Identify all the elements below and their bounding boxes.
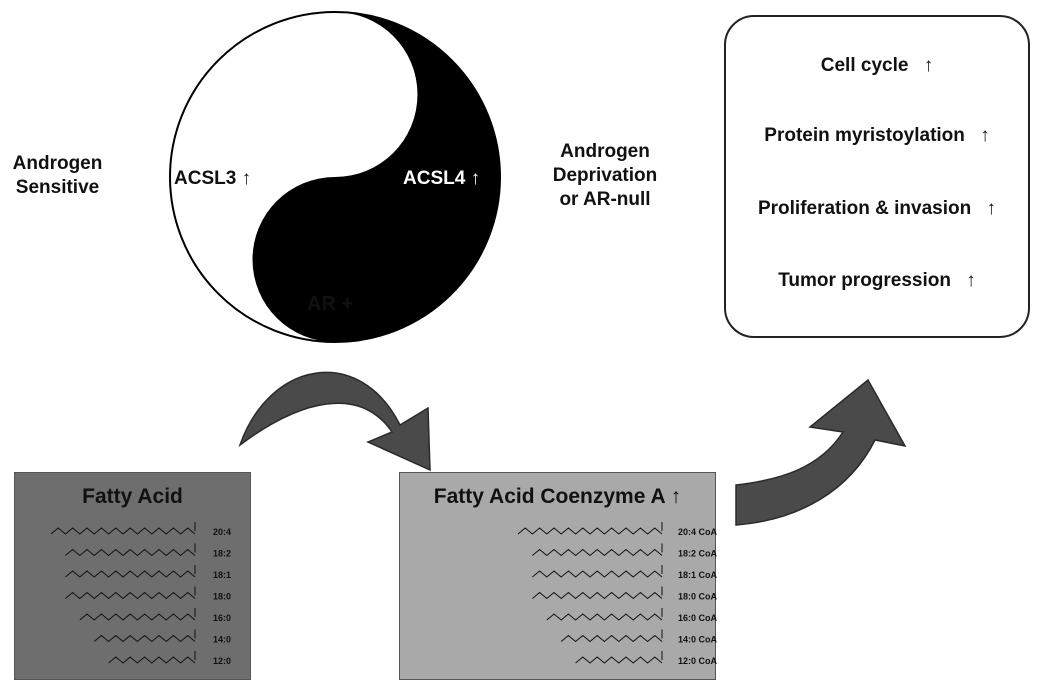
chain-label: 12:0 CoA — [678, 656, 717, 666]
fatty-acid-chain — [108, 656, 196, 664]
curved-arrow-conversion — [238, 371, 431, 472]
fatty-acid-chain — [517, 527, 663, 535]
fatty-acid-chain — [532, 548, 663, 557]
androgen-sensitive-line2: Sensitive — [15, 177, 100, 198]
chain-label: 18:2 — [213, 549, 231, 559]
chain-label: 14:0 — [213, 635, 231, 645]
fatty-acid-chain — [546, 613, 663, 621]
chain-label: 18:0 — [213, 592, 231, 602]
chain-label: 16:0 — [213, 613, 231, 623]
ar-positive-label: AR + — [307, 293, 354, 315]
outcome-label: Cell cycle — [820, 55, 909, 76]
chain-label: 16:0 CoA — [678, 613, 717, 623]
outcome-cell-cycle: Cell cycle ↑ — [726, 55, 1028, 77]
androgen-sensitive-line1: Androgen — [12, 153, 103, 174]
fatty-acid-panel: Fatty Acid 20:4 18:2 18:1 18:0 16:0 14:0 12:0 — [14, 472, 251, 680]
fatty-acid-chain — [65, 570, 196, 578]
androgen-deprivation-line1: Androgen — [560, 141, 650, 162]
yin-yang-symbol — [169, 11, 501, 343]
chain-label: 18:1 CoA — [678, 570, 717, 580]
chain-label: 18:1 — [213, 570, 231, 580]
outcome-protein-myristoylation: Protein myristoylation ↑ — [726, 125, 1028, 147]
fatty-acid-coa-structures: 20:4 CoA 18:2 CoA 18:1 CoA 18:0 CoA 16:0 CoA… — [517, 522, 717, 666]
chain-label: 14:0 CoA — [678, 635, 717, 645]
androgen-deprivation-line3: or AR-null — [559, 189, 651, 210]
outcomes-box: Cell cycle ↑ Protein myristoylation ↑ Pr… — [724, 15, 1030, 338]
ar-null-dot — [309, 69, 361, 121]
fatty-acid-title: Fatty Acid — [82, 485, 183, 508]
fatty-acid-coa-panel: Fatty Acid Coenzyme A ↑ 20:4 CoA 18:2 CoA… — [399, 472, 717, 680]
ar-positive-dot — [309, 236, 361, 288]
ar-null-label: AR-null — [290, 48, 362, 70]
outcome-proliferation-invasion: Proliferation & invasion ↑ — [726, 198, 1028, 220]
fatty-acid-chain — [65, 548, 196, 557]
curved-arrow-outcome — [735, 378, 907, 526]
up-arrow-icon: ↑ — [986, 198, 997, 219]
outcome-label: Tumor progression — [778, 270, 951, 291]
fatty-acid-coa-title: Fatty Acid Coenzyme A ↑ — [433, 485, 682, 508]
fatty-acid-chain — [575, 656, 663, 664]
outcome-tumor-progression: Tumor progression ↑ — [726, 270, 1028, 292]
outcome-label: Protein myristoylation — [764, 125, 965, 146]
up-arrow-icon: ↑ — [980, 125, 990, 146]
androgen-deprivation-label: Androgen Deprivation or AR-null — [535, 140, 675, 212]
fatty-acid-chain — [79, 613, 196, 621]
acsl3-label: ACSL3 ↑ — [174, 168, 252, 189]
fatty-acid-structures: 20:4 18:2 18:1 18:0 16:0 14:0 12:0 — [50, 522, 231, 666]
fatty-acid-chain — [560, 634, 663, 643]
fatty-acid-chain — [532, 591, 663, 600]
up-arrow-icon: ↑ — [966, 270, 976, 291]
fatty-acid-chain — [50, 527, 196, 535]
up-arrow-icon: ↑ — [923, 55, 934, 76]
chain-label: 12:0 — [213, 656, 231, 666]
chain-label: 18:0 CoA — [678, 592, 717, 602]
fatty-acid-chain — [532, 570, 663, 578]
acsl4-label: ACSL4 ↑ — [403, 168, 481, 189]
chain-label: 20:4 — [213, 527, 231, 537]
fatty-acid-chain — [65, 591, 196, 600]
androgen-sensitive-label: Androgen Sensitive — [0, 152, 115, 200]
outcome-label: Proliferation & invasion — [757, 198, 972, 219]
fatty-acid-chain — [93, 634, 196, 643]
androgen-deprivation-line2: Deprivation — [552, 165, 658, 186]
chain-label: 20:4 CoA — [678, 527, 717, 537]
chain-label: 18:2 CoA — [678, 549, 717, 559]
